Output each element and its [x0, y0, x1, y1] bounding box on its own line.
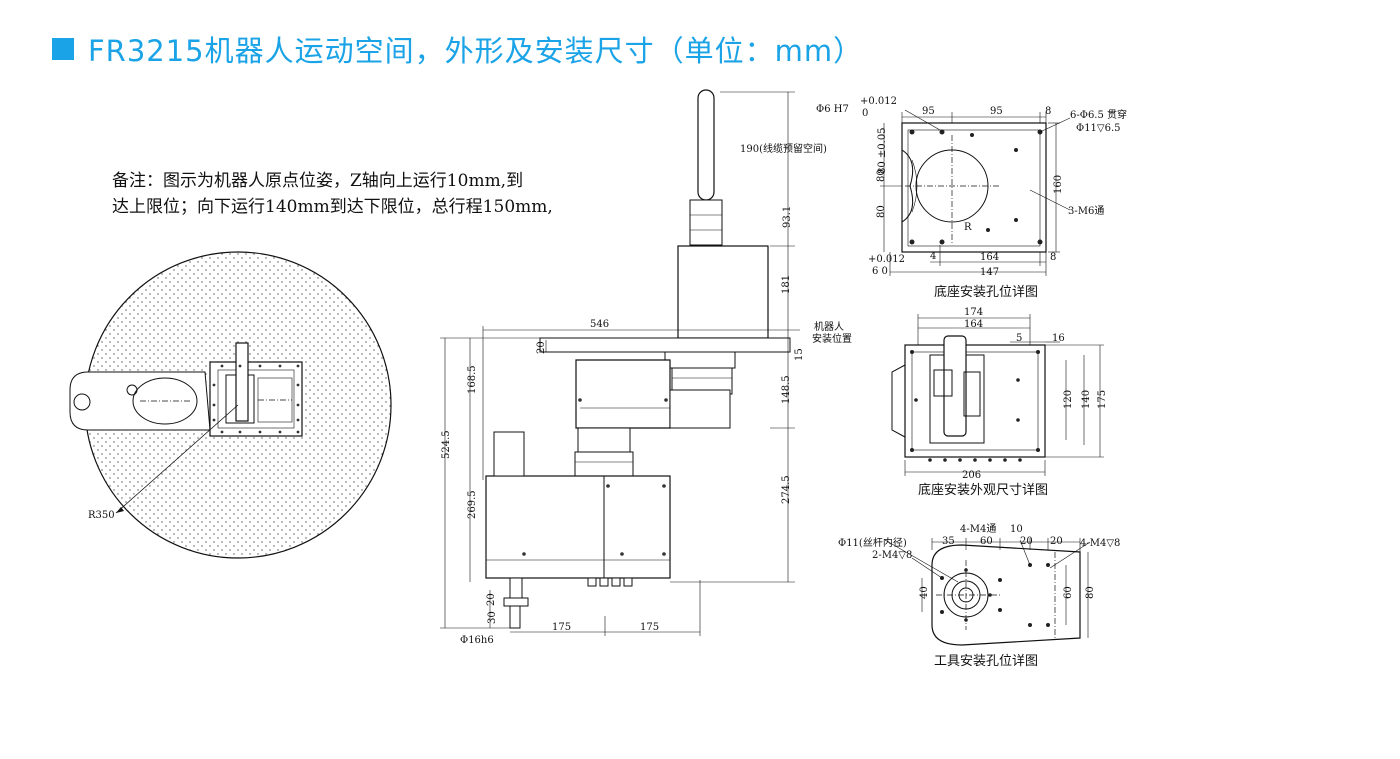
tol-bot-2: 6 0	[872, 266, 888, 277]
dim-181: 181	[781, 275, 792, 294]
dim-8-bot: 8	[1050, 252, 1056, 263]
dim-10: 10	[1010, 524, 1023, 535]
elbow-bolt	[126, 384, 138, 396]
arm-elbow	[132, 377, 198, 425]
dim-206: 206	[962, 470, 981, 481]
base-outline-plate	[904, 344, 1046, 458]
base-outline-caption: 底座安装外观尺寸详图	[918, 482, 1048, 498]
dim-15: 15	[794, 348, 805, 361]
dim-147: 147	[980, 267, 999, 278]
arm-1-side	[575, 359, 671, 429]
dim-269-5: 269.5	[467, 490, 478, 519]
tol-top-label: +0.012	[860, 96, 897, 107]
dim-60-h: 60	[980, 536, 993, 547]
cable-space-label: 190(线缆预留空间)	[740, 142, 827, 155]
holes-11-label: Φ11▽6.5	[1076, 123, 1121, 134]
dim-5: 5	[1016, 333, 1022, 344]
z-column-top	[235, 342, 249, 422]
r-label: R	[964, 222, 972, 233]
dim-164-a: 164	[980, 252, 999, 263]
dim-4: 4	[930, 251, 936, 262]
dim-30: 30	[487, 611, 498, 624]
dim-80-b: 80	[876, 205, 887, 218]
phi6-label: Φ6 H7	[816, 104, 849, 115]
base-holes-caption: 底座安装孔位详图	[934, 284, 1038, 300]
workspace-radius-label: R350	[88, 510, 115, 521]
dim-174: 174	[964, 307, 983, 318]
dim-20-top: 20	[536, 341, 547, 354]
dim-140: 140	[1081, 390, 1092, 409]
dim-524-5: 524.5	[441, 430, 452, 459]
m4-8-label-a: 4-M4▽8	[1080, 538, 1120, 549]
note-text: 备注：图示为机器人原点位姿，Z轴向上运行10mm,到 达上限位；向下运行140m…	[112, 168, 553, 220]
cable-pipe	[697, 89, 715, 201]
dim-160: 160	[1053, 175, 1064, 194]
base-holes-detail: Φ6 H7 +0.012 0 95 95 8 6-Φ6.5 贯穿 Φ11▽6.5…	[816, 96, 1127, 300]
side-view: 190(线缆预留空间) 机器人 安装位置 546 20 15 93.1 181 …	[440, 89, 852, 646]
dim-164-b: 164	[964, 319, 983, 330]
dim-168-5: 168.5	[467, 365, 478, 394]
m4-thru-label: 4-M4通	[960, 523, 996, 535]
dim-80-v: 80	[1085, 586, 1096, 599]
tool-holes-detail: 4-M4通 10 Φ11(丝杆内径) 35 60 20 20 4-M4▽8 2-…	[838, 523, 1120, 669]
robot-install-label-1: 机器人	[814, 320, 844, 333]
dim-20-a: 20	[1020, 536, 1033, 547]
dim-120: 120	[1063, 390, 1074, 409]
dim-274-5: 274.5	[781, 475, 792, 504]
tol-zero-label: 0	[862, 108, 868, 119]
robot-install-label-2: 安装位置	[812, 332, 852, 345]
base-plate-top	[209, 361, 303, 437]
title-square-icon	[52, 38, 74, 60]
dim-60-v: 60	[1063, 586, 1074, 599]
note-line-2: 达上限位；向下运行140mm到达下限位，总行程150mm,	[112, 197, 553, 217]
tool-holes-caption: 工具安装孔位详图	[934, 654, 1038, 669]
base-holes-plate	[901, 122, 1047, 253]
phi11-label: Φ11(丝杆内径)	[838, 536, 907, 549]
lower-body	[485, 475, 671, 579]
dim-175: 175	[1097, 390, 1108, 409]
title-bar: FR3215机器人运动空间，外形及安装尺寸（单位：mm）	[52, 28, 863, 70]
dim-175-a: 175	[552, 622, 571, 633]
dim-35: 35	[942, 536, 955, 547]
dim-95-b: 95	[990, 106, 1003, 117]
dim-546: 546	[590, 319, 609, 330]
m4-8-label-b: 2-M4▽8	[872, 550, 912, 561]
dim-40: 40	[919, 586, 930, 599]
mount-flange	[539, 337, 791, 353]
z-motor-housing	[677, 245, 769, 339]
tool-flange	[931, 544, 1081, 646]
note-line-1: 备注：图示为机器人原点位姿，Z轴向上运行10mm,到	[112, 171, 524, 191]
base-outline-detail: 174 164 5 16 120 140 175 206 底座安装外观尺寸详图	[891, 307, 1108, 498]
dim-20-b: 20	[1050, 536, 1063, 547]
dim-20-bot: 20	[486, 593, 497, 606]
dim-93-1: 93.1	[782, 206, 793, 228]
dim-80-a: 80	[876, 169, 887, 182]
arm-joint-circle	[73, 393, 91, 411]
tol-side-label: 80 ±0.05	[877, 127, 888, 174]
dim-8-top: 8	[1045, 106, 1051, 117]
workspace-top-view: R350	[69, 251, 392, 559]
dim-148-5: 148.5	[781, 375, 792, 404]
shaft-diameter-label: Φ16h6	[460, 635, 494, 646]
page-title: FR3215机器人运动空间，外形及安装尺寸（单位：mm）	[88, 34, 864, 68]
m6-label: 3-M6通	[1068, 205, 1104, 217]
dim-95-a: 95	[922, 106, 935, 117]
tol-bot-1: +0.012	[868, 254, 905, 265]
dim-16: 16	[1052, 333, 1065, 344]
dim-175-b: 175	[640, 622, 659, 633]
holes-6-label: 6-Φ6.5 贯穿	[1070, 108, 1127, 121]
